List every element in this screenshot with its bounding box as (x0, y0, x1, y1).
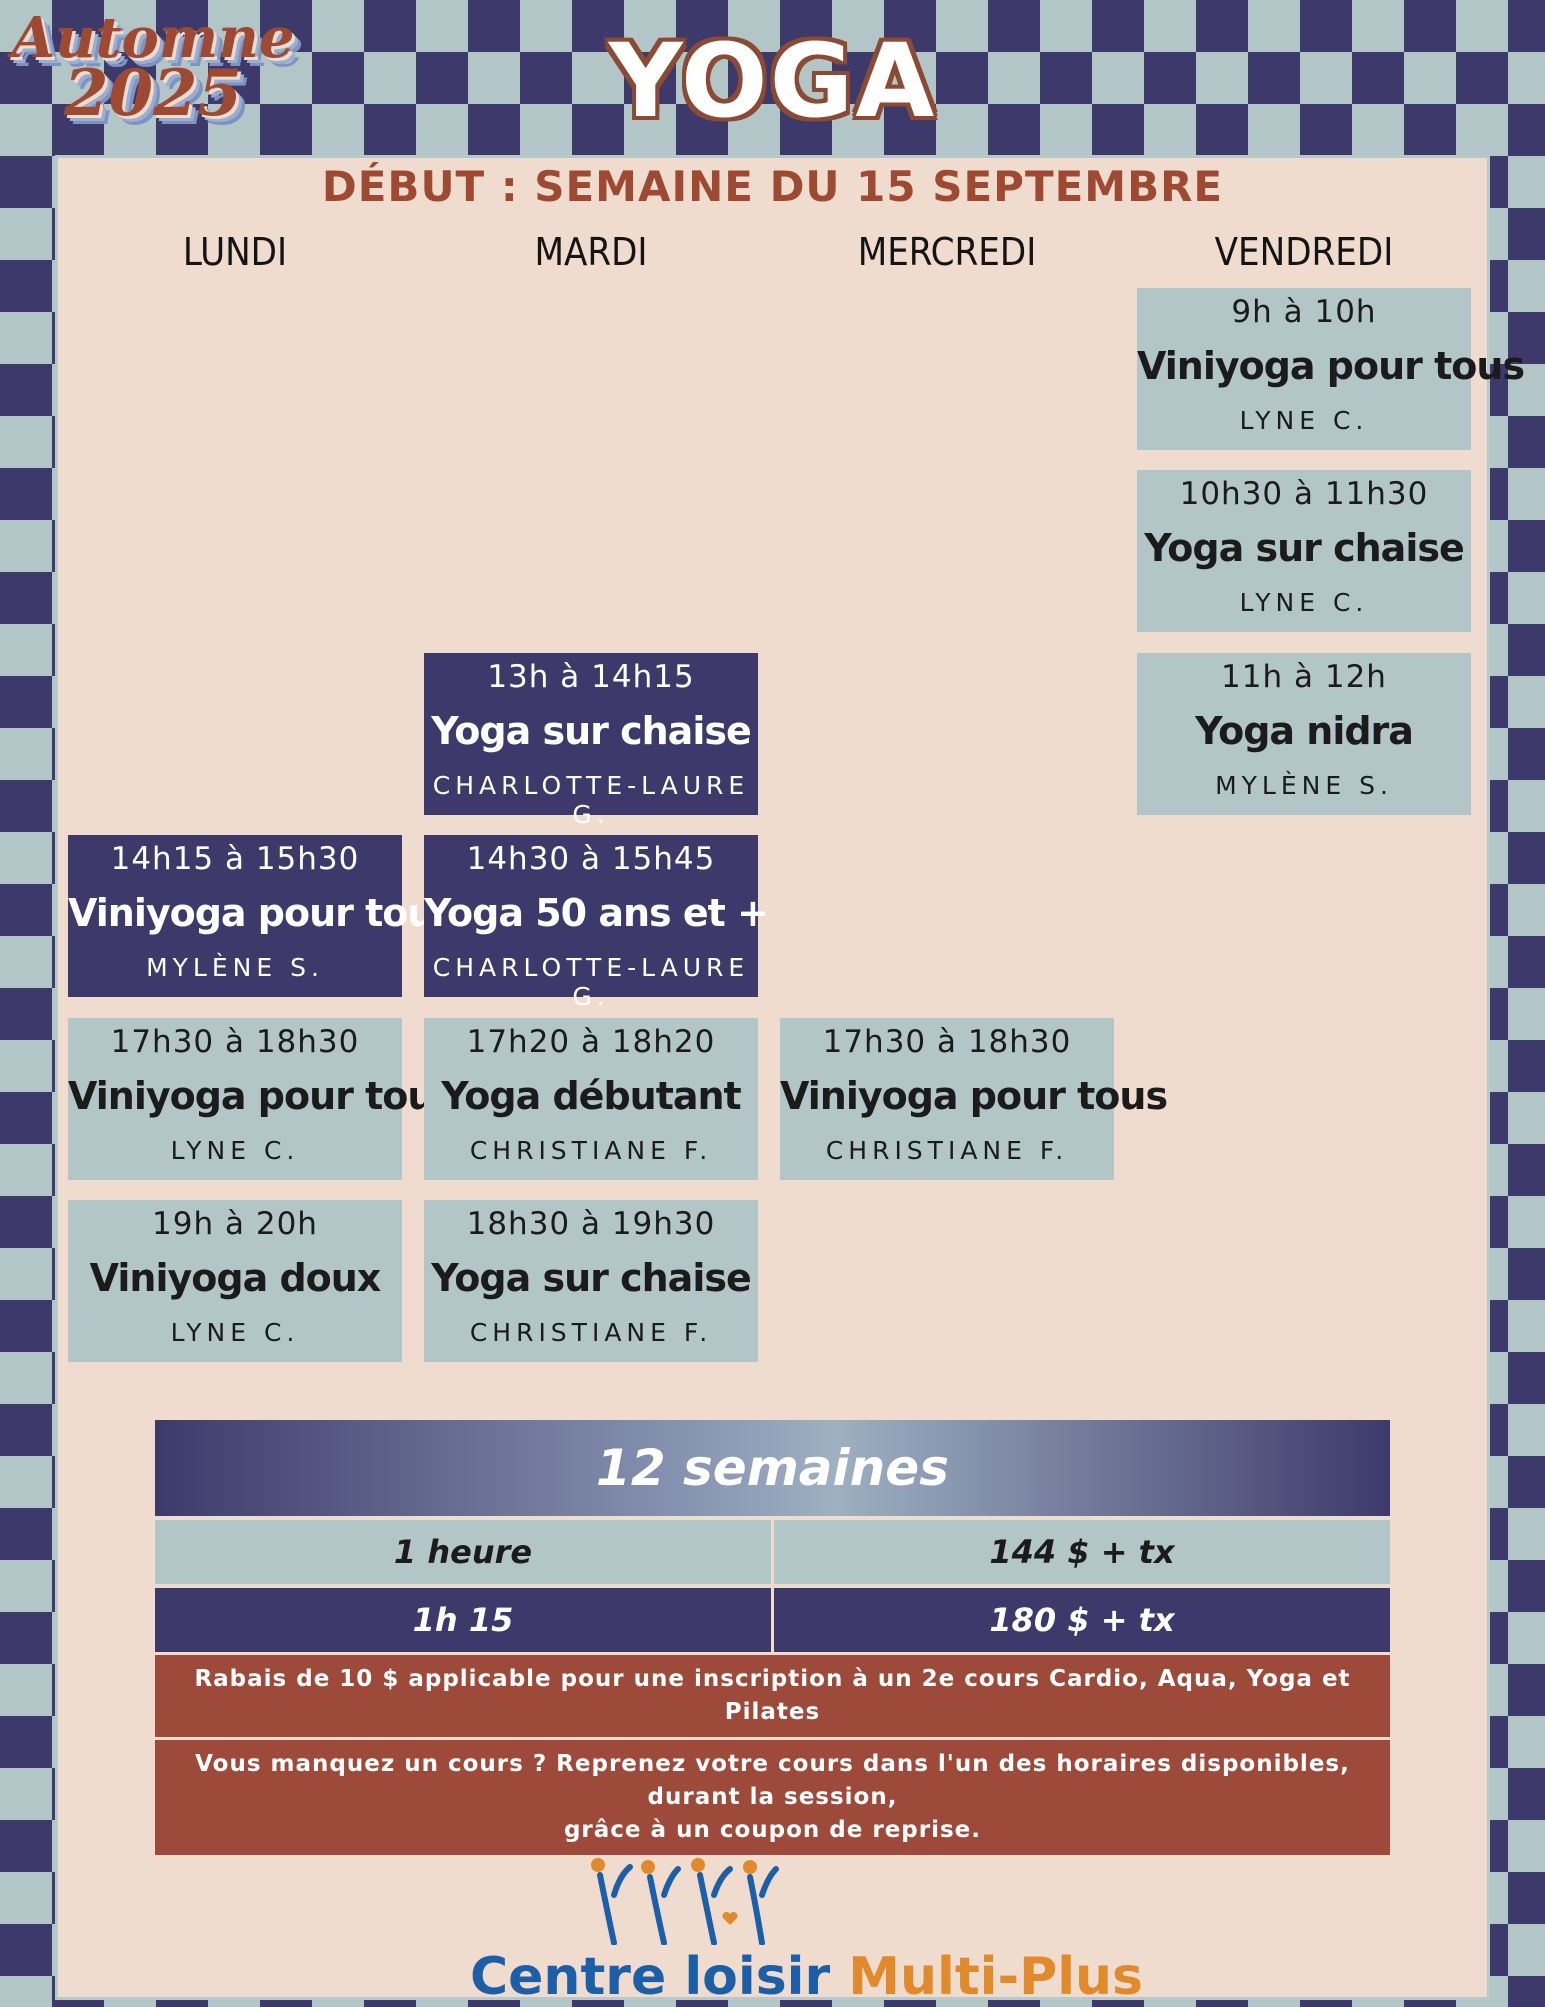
class-teacher: CHARLOTTE-LAURE G. (432, 953, 750, 1011)
class-card-vendredi-2: 10h30 à 11h30 Yoga sur chaise LYNE C. (1137, 470, 1471, 632)
class-time: 17h30 à 18h30 (822, 1024, 1072, 1060)
class-time: 17h20 à 18h20 (466, 1024, 716, 1060)
pricing-duration: 1 heure (155, 1520, 771, 1584)
class-time: 14h15 à 15h30 (110, 841, 360, 877)
class-teacher: MYLÈNE S. (1215, 771, 1393, 800)
class-name: Viniyoga pour tous (68, 1074, 456, 1118)
pricing-row: 1 heure 144 $ + tx (155, 1520, 1390, 1584)
class-teacher: CHRISTIANE F. (825, 1136, 1069, 1165)
class-time: 17h30 à 18h30 (110, 1024, 360, 1060)
start-date-subtitle: DÉBUT : SEMAINE DU 15 SEPTEMBRE (321, 162, 1224, 211)
class-name: Viniyoga pour tous (1137, 344, 1525, 388)
class-teacher: LYNE C. (1239, 406, 1369, 435)
class-name: Viniyoga pour tous (68, 891, 456, 935)
class-teacher: LYNE C. (1239, 588, 1369, 617)
makeup-note-line1: Vous manquez un cours ? Reprenez votre c… (195, 1751, 1350, 1810)
makeup-note: Vous manquez un cours ? Reprenez votre c… (155, 1740, 1390, 1855)
class-card-vendredi-1: 9h à 10h Viniyoga pour tous LYNE C. (1137, 288, 1525, 450)
pricing-row: 1h 15 180 $ + tx (155, 1588, 1390, 1652)
class-teacher: LYNE C. (170, 1136, 300, 1165)
pricing-duration: 1h 15 (155, 1588, 771, 1652)
centre-logo: Centre loisir Multi-Plus (470, 1855, 1143, 2007)
class-teacher: LYNE C. (170, 1318, 300, 1347)
class-card-lundi-3: 19h à 20h Viniyoga doux LYNE C. (68, 1200, 402, 1362)
class-time: 10h30 à 11h30 (1179, 476, 1429, 512)
day-header-mercredi: MERCREDI (857, 230, 1037, 274)
class-time: 14h30 à 15h45 (466, 841, 716, 877)
class-card-mercredi-1: 17h30 à 18h30 Viniyoga pour tous CHRISTI… (780, 1018, 1168, 1180)
page-title: YOGA (608, 22, 937, 141)
class-card-mardi-2: 14h30 à 15h45 Yoga 50 ans et + CHARLOTTE… (424, 835, 769, 1011)
class-name: Viniyoga doux (89, 1256, 382, 1300)
class-card-mardi-4: 18h30 à 19h30 Yoga sur chaise CHRISTIANE… (424, 1200, 758, 1362)
class-card-mardi-1: 13h à 14h15 Yoga sur chaise CHARLOTTE-LA… (424, 653, 758, 829)
class-name: Yoga sur chaise (431, 709, 752, 753)
logo-text-multiplus: Multi-Plus (848, 1947, 1143, 2007)
class-card-lundi-1: 14h15 à 15h30 Viniyoga pour tous MYLÈNE … (68, 835, 456, 997)
class-name: Yoga nidra (1195, 709, 1414, 753)
day-header-mardi: MARDI (534, 230, 648, 274)
class-time: 11h à 12h (1221, 659, 1387, 695)
pricing-price: 180 $ + tx (774, 1588, 1390, 1652)
makeup-note-line2: grâce à un coupon de reprise. (563, 1817, 982, 1843)
class-name: Yoga sur chaise (1144, 526, 1465, 570)
class-teacher: MYLÈNE S. (146, 953, 324, 982)
class-teacher: CHRISTIANE F. (469, 1136, 713, 1165)
season-badge: Automne 2025 (8, 10, 298, 126)
class-card-mardi-3: 17h20 à 18h20 Yoga débutant CHRISTIANE F… (424, 1018, 758, 1180)
class-time: 9h à 10h (1231, 294, 1377, 330)
pricing-table: 12 semaines 1 heure 144 $ + tx 1h 15 180… (155, 1420, 1390, 1855)
logo-text-centre: Centre loisir (470, 1947, 831, 2007)
class-name: Yoga sur chaise (431, 1256, 752, 1300)
day-header-lundi: LUNDI (182, 230, 288, 274)
class-name: Viniyoga pour tous (780, 1074, 1168, 1118)
logo-text: Centre loisir Multi-Plus (470, 1947, 1143, 2007)
class-card-lundi-2: 17h30 à 18h30 Viniyoga pour tous LYNE C. (68, 1018, 456, 1180)
class-name: Yoga débutant (441, 1074, 741, 1118)
class-time: 19h à 20h (152, 1206, 318, 1242)
people-figures-icon (591, 1858, 779, 1945)
pricing-price: 144 $ + tx (774, 1520, 1390, 1584)
class-teacher: CHARLOTTE-LAURE G. (432, 771, 750, 829)
class-time: 13h à 14h15 (487, 659, 695, 695)
badge-year: 2025 (63, 56, 243, 131)
pricing-header: 12 semaines (155, 1420, 1390, 1516)
class-card-vendredi-3: 11h à 12h Yoga nidra MYLÈNE S. (1137, 653, 1471, 815)
discount-note: Rabais de 10 $ applicable pour une inscr… (155, 1655, 1390, 1737)
class-name: Yoga 50 ans et + (424, 891, 769, 935)
class-teacher: CHRISTIANE F. (469, 1318, 713, 1347)
day-header-vendredi: VENDREDI (1214, 230, 1394, 274)
badge-season: Automne (11, 5, 295, 71)
class-time: 18h30 à 19h30 (466, 1206, 716, 1242)
